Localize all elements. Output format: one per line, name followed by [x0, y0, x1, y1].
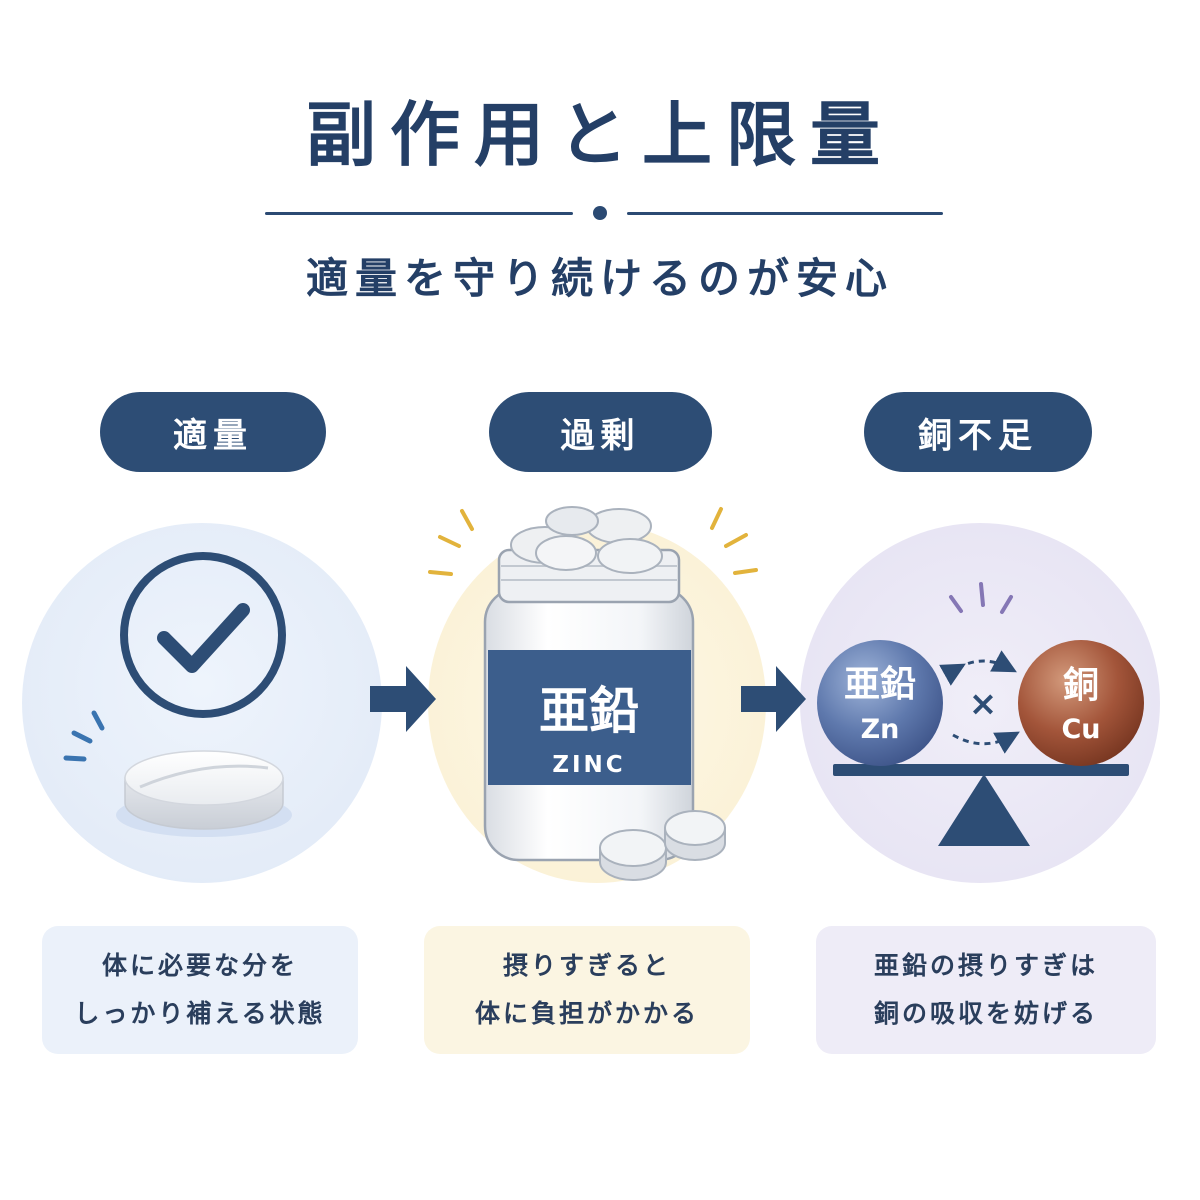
interaction-operator: ×	[969, 684, 998, 724]
tablet-icon	[116, 750, 292, 837]
title-divider-dot	[593, 206, 607, 220]
balance-scale-icon	[833, 764, 1129, 846]
adequate-description-line-2: しっかり補える状態	[74, 999, 326, 1028]
excess-description-line-2: 体に負担がかかる	[474, 999, 699, 1028]
interaction-arrows-icon	[939, 650, 1020, 754]
step-label-adequate: 適量	[100, 392, 326, 472]
copper-ball-symbol: Cu	[1061, 714, 1100, 745]
title-divider-left	[265, 212, 573, 215]
bottle-label-main: 亜鉛	[539, 682, 639, 740]
copper-description-line-1: 亜鉛の摂りすぎは	[873, 951, 1098, 980]
arrow-right-icon	[370, 666, 436, 732]
copper-ball-label: 銅	[1063, 664, 1099, 706]
excess-description: 摂りすぎると 体に負担がかかる	[424, 926, 750, 1054]
adequate-description-line-1: 体に必要な分を	[101, 951, 298, 980]
zinc-ball-label: 亜鉛	[844, 664, 916, 705]
page-subtitle: 適量を守り続けるのが安心	[305, 254, 894, 303]
adequate-description: 体に必要な分を しっかり補える状態	[42, 926, 358, 1054]
step-label-copper-deficiency: 銅不足	[864, 392, 1092, 472]
sparkle-lines-icon	[63, 710, 105, 762]
arrow-right-icon	[741, 666, 806, 732]
check-circle-icon	[120, 552, 286, 718]
copper-description: 亜鉛の摂りすぎは 銅の吸収を妨げる	[816, 926, 1156, 1054]
zinc-ball-symbol: Zn	[861, 714, 900, 745]
copper-ball-icon: 銅 Cu	[1018, 640, 1144, 766]
excess-description-line-1: 摂りすぎると	[502, 951, 671, 980]
bottle-label-sub: ZINC	[552, 752, 625, 778]
emphasis-lines-icon	[428, 507, 758, 576]
emphasis-lines-icon	[949, 582, 1013, 614]
copper-description-line-2: 銅の吸収を妨げる	[873, 999, 1098, 1028]
step-label-excess: 過剰	[489, 392, 712, 472]
zinc-ball-icon: 亜鉛 Zn	[817, 640, 943, 766]
supplement-bottle-icon: 亜鉛 ZINC	[483, 506, 726, 881]
page-title: 副作用と上限量	[306, 94, 894, 176]
title-divider-right	[627, 212, 943, 215]
